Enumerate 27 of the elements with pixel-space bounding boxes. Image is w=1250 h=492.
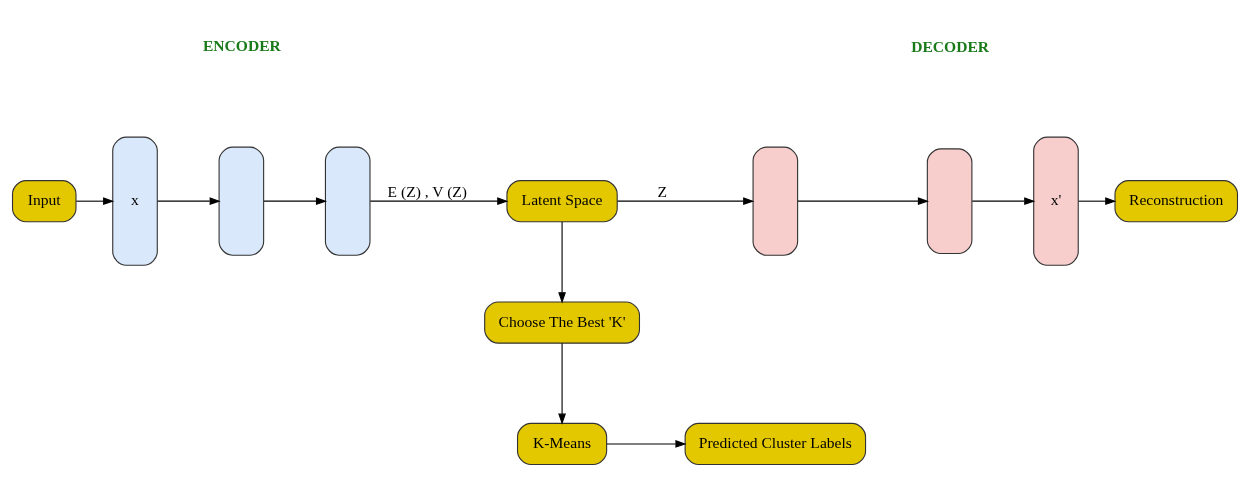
node-box: Latent Space [506, 180, 618, 223]
node-box: x [112, 136, 158, 266]
node-box [752, 146, 799, 256]
edge-label: Z [657, 182, 668, 200]
arrow [263, 197, 328, 206]
node-box: x' [1033, 136, 1079, 266]
arrow [558, 342, 566, 425]
arrow [75, 197, 115, 206]
arrow [797, 197, 929, 206]
edge-label: E (Z) , V (Z) [387, 182, 468, 200]
arrow [1078, 197, 1117, 206]
label: DECODER [911, 37, 990, 55]
node-box [324, 146, 371, 256]
arrow [971, 197, 1036, 206]
node-box [926, 148, 973, 255]
arrow [606, 440, 687, 448]
arrow [558, 221, 566, 304]
arrow [617, 197, 755, 206]
node-box: Predicted Cluster Labels [684, 422, 867, 466]
node-box: K-Means [517, 422, 608, 466]
arrow [369, 197, 509, 206]
node-box: Choose The Best 'K' [484, 301, 641, 344]
node-box: Input [11, 180, 77, 223]
label: ENCODER [202, 36, 281, 54]
node-box: Reconstruction [1114, 180, 1239, 223]
arrow [157, 197, 221, 206]
node-box [218, 146, 265, 256]
